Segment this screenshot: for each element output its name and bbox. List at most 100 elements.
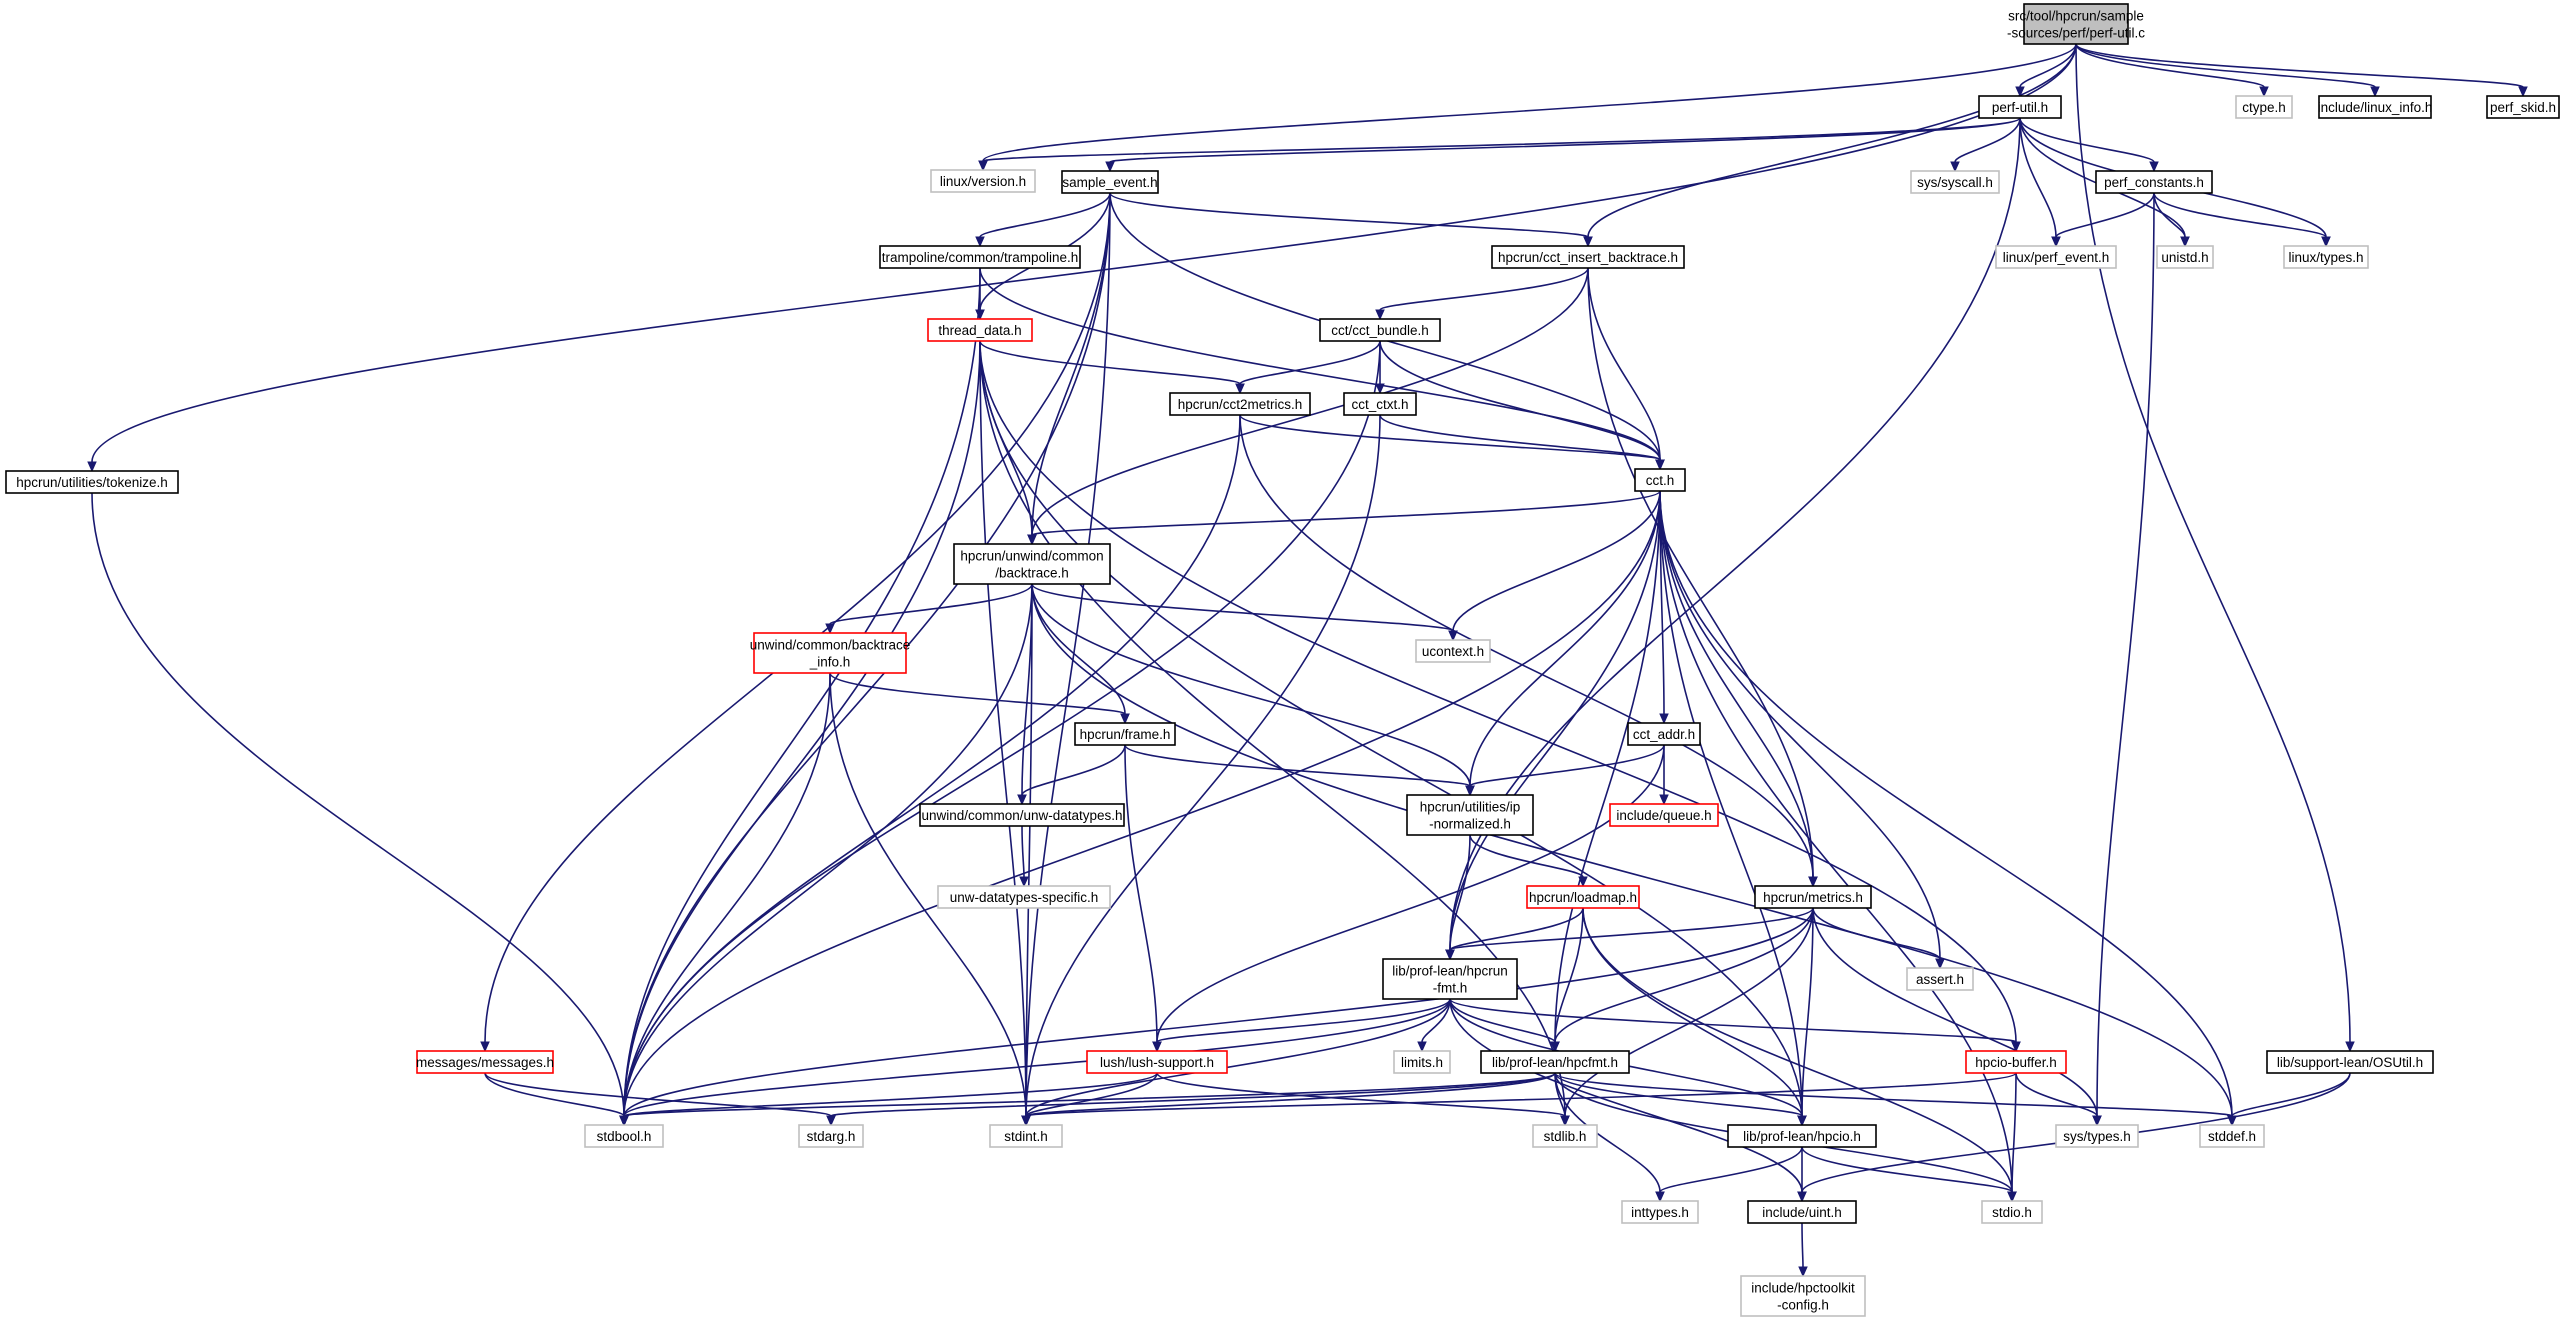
node-box	[1621, 1200, 1699, 1224]
edge-line	[2075, 43, 2376, 88]
node-label: hpcrun/loadmap.h	[1529, 890, 1637, 905]
edge-line	[1582, 907, 2013, 1193]
node-hpcrun-fmt[interactable]: lib/prof-lean/hpcrun-fmt.h	[1382, 958, 1518, 1000]
edge-line	[2075, 43, 2524, 88]
node-box	[1480, 1050, 1630, 1074]
edge-arrowhead	[2149, 161, 2159, 173]
node-lush[interactable]: lush/lush-support.h	[1086, 1050, 1228, 1074]
node-trampoline[interactable]: trampoline/common/trampoline.h	[879, 245, 1081, 269]
node-cct2metrics[interactable]: hpcrun/cct2metrics.h	[1169, 392, 1311, 416]
node-box	[927, 318, 1033, 342]
node-perf-skid[interactable]: perf_skid.h	[2486, 95, 2560, 119]
node-thread-data[interactable]: thread_data.h	[927, 318, 1033, 342]
node-label: include/queue.h	[1616, 808, 1711, 823]
node-cct-h[interactable]: cct.h	[1634, 468, 1686, 492]
edge-line	[1031, 583, 1454, 632]
node-root[interactable]: src/tool/hpcrun/sample-sources/perf/perf…	[2007, 3, 2145, 45]
node-frame[interactable]: hpcrun/frame.h	[1074, 722, 1176, 746]
edge-metrics-to-sys_types	[1812, 907, 2102, 1127]
edge-cct_h-to-ucontext	[1448, 490, 1661, 642]
node-unistd[interactable]: unistd.h	[2156, 245, 2214, 269]
node-box	[1965, 1050, 2067, 1074]
node-box	[2156, 245, 2214, 269]
node-sample-event[interactable]: sample_event.h	[1061, 170, 1159, 194]
edge-line	[1554, 907, 1814, 1043]
edge-line	[1239, 414, 1661, 461]
node-cct-bundle[interactable]: cct/cct_bundle.h	[1319, 318, 1441, 342]
node-metrics[interactable]: hpcrun/metrics.h	[1754, 885, 1872, 909]
node-perf-constants[interactable]: perf_constants.h	[2095, 170, 2213, 194]
edge-hpcrun_fmt-to-hpcio_buffer	[1449, 998, 2021, 1053]
node-linux-perf-event[interactable]: linux/perf_event.h	[1995, 245, 2117, 269]
edge-line	[1469, 834, 1584, 878]
node-box	[1727, 1124, 1877, 1148]
node-queue[interactable]: include/queue.h	[1609, 803, 1719, 827]
node-box	[5, 470, 179, 494]
node-label: ctype.h	[2242, 100, 2286, 115]
edge-line	[829, 672, 1126, 715]
node-stdlib[interactable]: stdlib.h	[1532, 1124, 1598, 1148]
node-backtrace[interactable]: hpcrun/unwind/common/backtrace.h	[953, 543, 1111, 585]
node-box	[1406, 794, 1534, 836]
edge-line	[2075, 43, 2265, 88]
node-assert[interactable]: assert.h	[1906, 967, 1974, 991]
edge-line	[1239, 414, 1814, 878]
node-osutil[interactable]: lib/support-lean/OSUtil.h	[2266, 1050, 2434, 1074]
node-cct-insert[interactable]: hpcrun/cct_insert_backtrace.h	[1491, 245, 1685, 269]
edge-messages-to-stdarg	[484, 1072, 836, 1127]
edge-arrowhead	[2321, 236, 2331, 248]
edge-line	[1031, 583, 2233, 1117]
node-box	[1910, 170, 2000, 194]
edge-line	[1109, 192, 1589, 238]
edge-line	[623, 340, 981, 1117]
node-uint[interactable]: include/uint.h	[1747, 1200, 1857, 1224]
edge-arrowhead	[1950, 161, 1960, 173]
node-label: lib/prof-lean/hpcrun	[1392, 964, 1508, 979]
node-unw-specific[interactable]: unw-datatypes-specific.h	[937, 885, 1111, 909]
node-hpcfmt[interactable]: lib/prof-lean/hpcfmt.h	[1480, 1050, 1630, 1074]
node-bt-info[interactable]: unwind/common/backtrace_info.h	[750, 632, 911, 674]
node-ip-normalized[interactable]: hpcrun/utilities/ip-normalized.h	[1406, 794, 1534, 836]
node-hpcio[interactable]: lib/prof-lean/hpcio.h	[1727, 1124, 1877, 1148]
edge-line	[1659, 490, 2233, 1117]
node-stdio[interactable]: stdio.h	[1981, 1200, 2043, 1224]
node-label: unwind/common/unw-datatypes.h	[921, 808, 1122, 823]
node-tokenize[interactable]: hpcrun/utilities/tokenize.h	[5, 470, 179, 494]
node-stdint[interactable]: stdint.h	[989, 1124, 1063, 1148]
node-ctype[interactable]: ctype.h	[2235, 95, 2293, 119]
edge-cct_insert-to-cct_bundle	[1375, 267, 1589, 321]
edge-cct_h-to-stddef	[1659, 490, 2237, 1127]
node-linux-version[interactable]: linux/version.h	[930, 169, 1036, 193]
node-messages[interactable]: messages/messages.h	[416, 1050, 554, 1074]
edge-arrowhead	[1021, 1115, 1031, 1127]
node-cct-addr[interactable]: cct_addr.h	[1627, 722, 1701, 746]
node-inttypes[interactable]: inttypes.h	[1621, 1200, 1699, 1224]
node-label: assert.h	[1916, 972, 1964, 987]
node-hpctoolkit-config[interactable]: include/hpctoolkit-config.h	[1740, 1275, 1866, 1317]
node-unw-datatypes[interactable]: unwind/common/unw-datatypes.h	[919, 803, 1125, 827]
node-ucontext[interactable]: ucontext.h	[1415, 639, 1491, 663]
node-hpcio-buffer[interactable]: hpcio-buffer.h	[1965, 1050, 2067, 1074]
edge-backtrace-to-ucontext	[1031, 583, 1458, 642]
node-sys-types[interactable]: sys/types.h	[2055, 1124, 2139, 1148]
edge-line	[1025, 414, 1381, 1117]
edge-line	[1109, 117, 2021, 163]
node-label: include/uint.h	[1762, 1205, 1842, 1220]
edge-arrowhead	[1027, 534, 1037, 546]
node-stdbool[interactable]: stdbool.h	[584, 1124, 664, 1148]
node-cct-ctxt[interactable]: cct_ctxt.h	[1343, 392, 1417, 416]
node-perf-util-h[interactable]: perf-util.h	[1978, 95, 2062, 119]
node-label: stdio.h	[1992, 1205, 2032, 1220]
node-label: linux/perf_event.h	[2003, 250, 2110, 265]
edge-hpcio-to-inttypes	[1655, 1146, 1803, 1203]
edge-root-to-ctype	[2075, 43, 2269, 98]
node-sys-syscall[interactable]: sys/syscall.h	[1910, 170, 2000, 194]
node-label: unistd.h	[2161, 250, 2208, 265]
node-linux-types[interactable]: linux/types.h	[2283, 245, 2369, 269]
node-limits[interactable]: limits.h	[1393, 1050, 1451, 1074]
node-stdarg[interactable]: stdarg.h	[798, 1124, 864, 1148]
node-loadmap[interactable]: hpcrun/loadmap.h	[1526, 885, 1640, 909]
edge-line	[1449, 998, 1556, 1043]
node-stddef[interactable]: stddef.h	[2199, 1124, 2265, 1148]
node-linux-info[interactable]: include/linux_info.h	[2318, 95, 2433, 119]
